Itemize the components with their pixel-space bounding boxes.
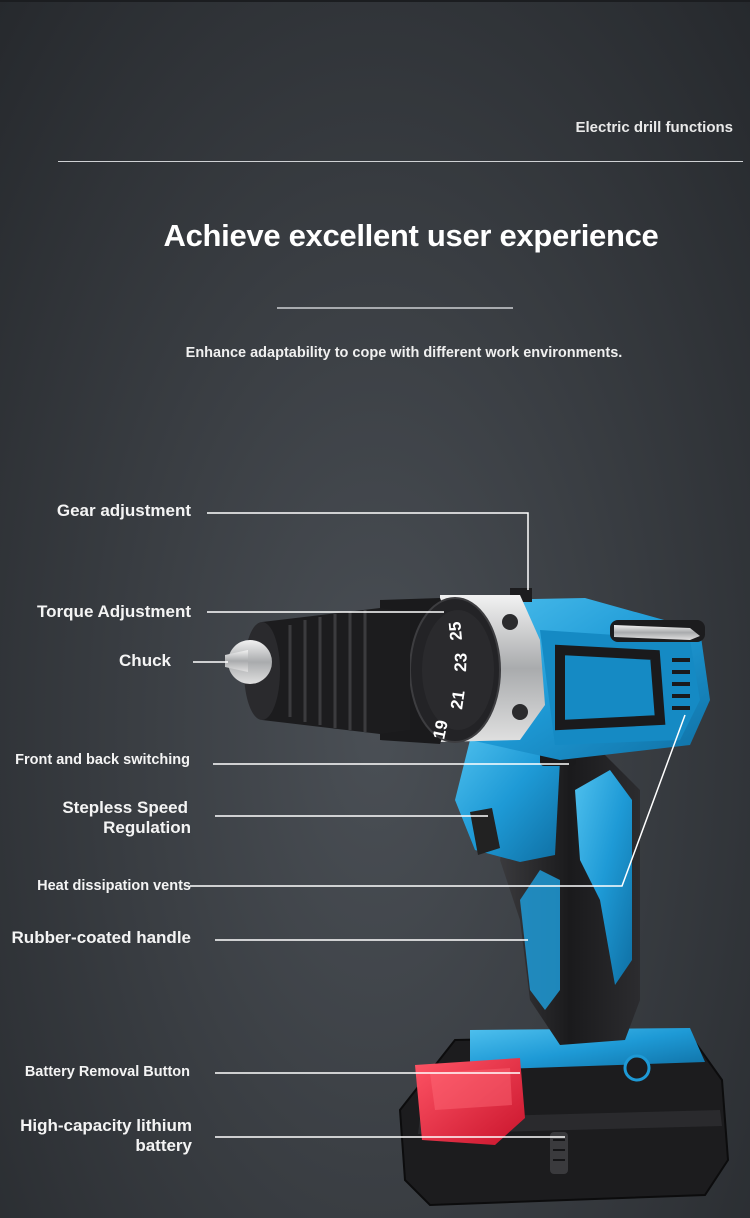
torque-number-23: 23 xyxy=(451,653,471,673)
section-label: Electric drill functions xyxy=(575,119,733,136)
torque-number-21: 21 xyxy=(447,689,468,710)
chuck xyxy=(225,608,410,734)
subtitle: Enhance adaptability to cope with differ… xyxy=(0,345,750,361)
callout-battery-removal-button: Battery Removal Button xyxy=(24,1064,190,1080)
callout-lithium-battery-line2: battery xyxy=(135,1136,192,1155)
callout-heat-dissipation-vents: Heat dissipation vents xyxy=(37,878,191,894)
chuck-tip xyxy=(225,650,248,672)
battery-pack xyxy=(398,1028,730,1207)
headline: Achieve excellent user experience xyxy=(0,218,750,254)
callout-stepless-speed-line1: Stepless Speed xyxy=(62,798,188,817)
headline-text: Achieve excellent user experience xyxy=(163,218,659,253)
subtitle-text: Enhance adaptability to cope with differ… xyxy=(185,345,623,361)
callout-chuck: Chuck xyxy=(119,651,171,670)
callout-gear-adjustment: Gear adjustment xyxy=(56,501,191,520)
callout-torque-adjustment: Torque Adjustment xyxy=(37,602,191,621)
torque-number-25: 25 xyxy=(445,621,466,642)
drill-handle xyxy=(455,735,640,1045)
torque-number-19: 19 xyxy=(429,718,452,740)
bit-holder xyxy=(614,625,700,640)
header-divider xyxy=(58,161,743,162)
callout-lithium-battery-line1: High-capacity lithium xyxy=(20,1116,192,1135)
battery-release-button xyxy=(415,1058,525,1145)
top-edge xyxy=(0,0,750,2)
callout-rubber-coated-handle: Rubber-coated handle xyxy=(11,928,191,947)
callout-front-back-switching: Front and back switching xyxy=(15,752,190,768)
callout-stepless-speed: Stepless Speed Regulation xyxy=(0,798,191,838)
callout-lithium-battery: High-capacity lithium battery xyxy=(0,1116,192,1156)
headline-divider xyxy=(277,307,513,309)
callout-stepless-speed-line2: Regulation xyxy=(103,818,191,837)
